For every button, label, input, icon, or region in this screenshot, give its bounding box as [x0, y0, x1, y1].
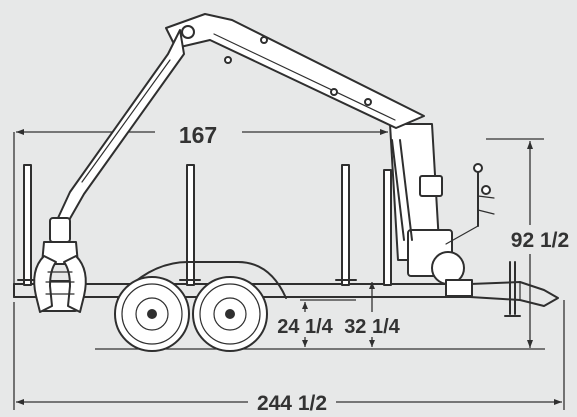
dimension-overall-height: 92 1/2	[486, 138, 569, 348]
stake-4	[383, 169, 392, 286]
jib-extension-line	[81, 59, 171, 183]
control-box	[419, 175, 443, 197]
boom-joint	[181, 25, 195, 39]
wheel-rear	[192, 276, 268, 352]
rotator	[49, 217, 71, 243]
grapple-jaw-right	[63, 255, 87, 313]
grapple-jaw-left	[33, 255, 57, 313]
outrigger-mount	[445, 279, 473, 297]
dimension-crane-reach: 167	[13, 122, 388, 290]
lever-knob-1	[473, 163, 483, 173]
main-boom	[165, 13, 425, 129]
dimension-overall-length: 244 1/2	[13, 300, 565, 415]
length-arrow-left	[16, 399, 24, 405]
tandem-wheels	[114, 261, 287, 352]
wheel-front	[114, 276, 190, 352]
hub-rear	[225, 309, 235, 319]
lever-1	[477, 195, 495, 199]
rim-inner-rear	[213, 297, 247, 331]
rim-inner-front	[135, 297, 169, 331]
stake-3	[341, 164, 350, 286]
clearance-arrow-bottom	[302, 340, 308, 347]
ground-clearance-label: 24 1/4	[277, 316, 333, 338]
crane-reach-label: 167	[179, 122, 217, 148]
clearance-arrow-top	[302, 302, 308, 309]
stake-2	[186, 164, 195, 286]
reach-arrow-right	[380, 129, 388, 135]
overall-height-label: 92 1/2	[511, 229, 569, 252]
boom-pin-2	[330, 88, 338, 96]
boom-pin-4	[224, 56, 232, 64]
height-arrow-bottom	[527, 340, 533, 348]
stake-1	[23, 164, 32, 286]
frame-height-label: 32 1/4	[344, 316, 400, 338]
reach-arrow-left	[16, 129, 24, 135]
rim-outer-rear	[199, 283, 261, 345]
jib	[57, 29, 185, 223]
overall-length-label: 244 1/2	[257, 392, 327, 412]
frame-arrow-bottom	[369, 340, 375, 347]
dimension-clearances: 24 1/4 32 1/4	[95, 282, 545, 350]
length-arrow-right	[554, 399, 562, 405]
lever-linkage	[445, 225, 479, 245]
main-boom-cylinder	[213, 33, 396, 121]
boom-pin-1	[260, 36, 268, 44]
rim-outer-front	[121, 283, 183, 345]
lift-cylinder	[391, 139, 405, 241]
lift-cylinder-inner	[399, 139, 413, 241]
lever-knob-2	[481, 185, 491, 195]
crane	[33, 13, 495, 313]
lever-2	[477, 209, 495, 215]
hub-front	[147, 309, 157, 319]
trailer-frame	[13, 261, 559, 317]
frame-arrow-top	[369, 282, 375, 289]
height-arrow-top	[527, 141, 533, 149]
boom-pin-3	[364, 98, 372, 106]
